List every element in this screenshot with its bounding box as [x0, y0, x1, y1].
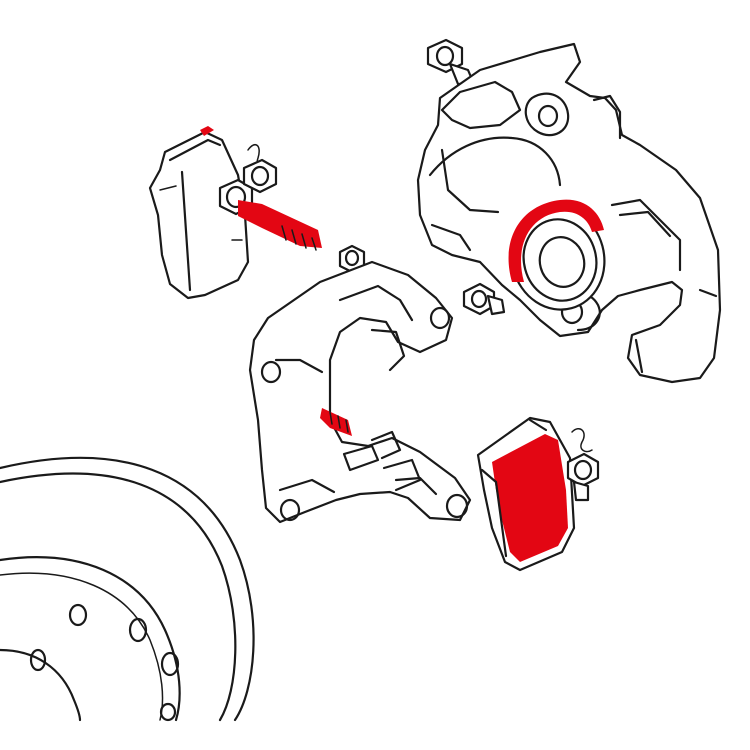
disc-bolt-holes	[29, 603, 180, 722]
inner-brake-pad	[148, 126, 269, 300]
piston-seal	[508, 199, 604, 282]
caliper-body	[416, 38, 722, 384]
disc-bolt-hole	[68, 603, 88, 627]
brake-disc	[0, 456, 255, 722]
guide-pin-bolt-upper	[238, 200, 322, 251]
disc-bolt-hole	[159, 702, 177, 722]
caliper-carrier-bracket	[248, 260, 472, 524]
outer-pad-clip	[571, 428, 593, 453]
pad-wear-indicator	[200, 126, 214, 136]
disc-bolt-hole	[160, 651, 180, 677]
outer-pad-friction-material	[492, 434, 568, 562]
guide-pin-bolt-lower	[320, 408, 352, 436]
outer-brake-pad	[476, 416, 600, 572]
disc-bolt-hole	[128, 617, 148, 643]
caliper-mount-bolt	[462, 282, 506, 316]
disc-bolt-hole	[29, 648, 47, 672]
